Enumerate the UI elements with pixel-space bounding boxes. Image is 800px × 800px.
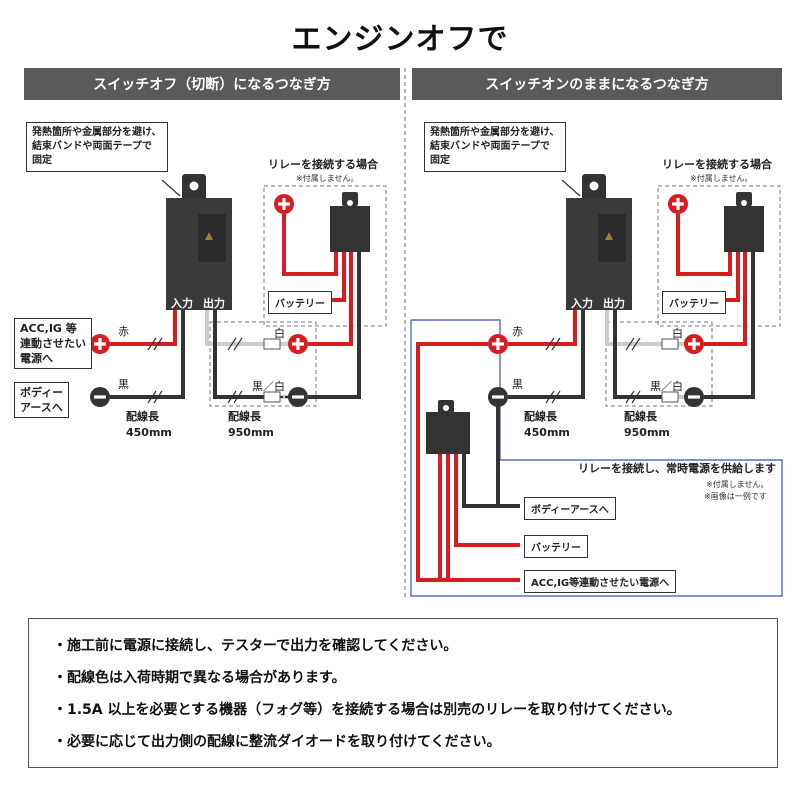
right-wire-red: 赤 [512,325,523,338]
note-item: ・必要に応じて出力側の配線に整流ダイオードを取り付けてください。 [53,734,501,750]
right-mounting-callout: 発熱箇所や金属部分を避け、 結束バンドや両面テープで 固定 [424,122,566,172]
right-out-length-value: 950mm [624,426,670,439]
left-banner: スイッチオフ（切断）になるつなぎ方 [24,68,400,100]
right-body-earth-label: ボディーアースへ [524,497,616,520]
right-out-length-label: 配線長 [624,410,657,423]
left-in-length-value: 450mm [126,426,172,439]
right-battery2-label: バッテリー [524,535,588,558]
right-banner: スイッチオンのままになるつなぎ方 [412,68,782,100]
right-relay2-note1: ※付属しません。 [706,480,769,489]
callout-line: 固定 [32,155,52,166]
right-wiring [410,174,783,597]
left-body-earth-label: ボディー アースへ [14,382,70,418]
right-relay2-title: リレーを接続し、常時電源を供給します [578,462,776,475]
left-mounting-callout: 発熱箇所や金属部分を避け、 結束バンドや両面テープで 固定 [26,122,168,172]
notes-box: ・施工前に電源に接続し、テスターで出力を確認してください。 ・配線色は入荷時期で… [28,618,778,768]
body-label-line: アースへ [20,401,63,414]
callout-line: 結束バンドや両面テープで [32,141,152,152]
left-relay-title: リレーを接続する場合 [268,158,378,171]
body-label-line: ボディー [20,386,64,399]
acc-label-line: 連動させたい [20,337,86,350]
right-relay-title: リレーを接続する場合 [662,158,772,171]
left-wire-black-white: 黒／白 [252,380,285,393]
right-wire-white: 白 [672,327,683,340]
right-wire-black-white: 黒／白 [650,380,683,393]
callout-line: 発熱箇所や金属部分を避け、 [32,127,162,138]
left-wire-red: 赤 [118,325,129,338]
page-title: エンジンオフで [291,22,509,57]
right-relay2-note2: ※画像は一例です [704,492,767,501]
left-relay-note: ※付属しません。 [296,174,359,183]
left-acc-label: ACC,IG 等 連動させたい 電源へ [14,318,92,369]
left-output-label: 出力 [203,297,225,310]
left-out-length-value: 950mm [228,426,274,439]
note-item: ・施工前に電源に接続し、テスターで出力を確認してください。 [53,638,458,654]
note-item: ・配線色は入荷時期で異なる場合があります。 [53,670,346,686]
callout-line: 固定 [430,155,450,166]
acc-label-line: 電源へ [20,352,53,365]
callout-line: 発熱箇所や金属部分を避け、 [430,127,560,138]
callout-line: 結束バンドや両面テープで [430,141,550,152]
right-output-label: 出力 [603,297,625,310]
left-in-length-label: 配線長 [126,410,159,423]
right-acc-label: ACC,IG等連動させたい電源へ [524,570,677,593]
right-wire-black: 黒 [512,378,523,391]
acc-label-line: ACC,IG 等 [20,322,77,335]
left-wire-white: 白 [274,327,285,340]
right-in-length-label: 配線長 [524,410,557,423]
right-in-length-value: 450mm [524,426,570,439]
right-relay-note: ※付属しません。 [690,174,753,183]
right-input-label: 入力 [571,297,593,310]
note-item: ・1.5A 以上を必要とする機器（フォグ等）を接続する場合は別売のリレーを取り付… [53,702,681,718]
left-input-label: 入力 [171,297,193,310]
left-wiring [90,174,387,407]
left-wire-black: 黒 [118,378,129,391]
right-battery-label: バッテリー [662,291,726,314]
left-out-length-label: 配線長 [228,410,261,423]
left-battery-label: バッテリー [268,291,332,314]
